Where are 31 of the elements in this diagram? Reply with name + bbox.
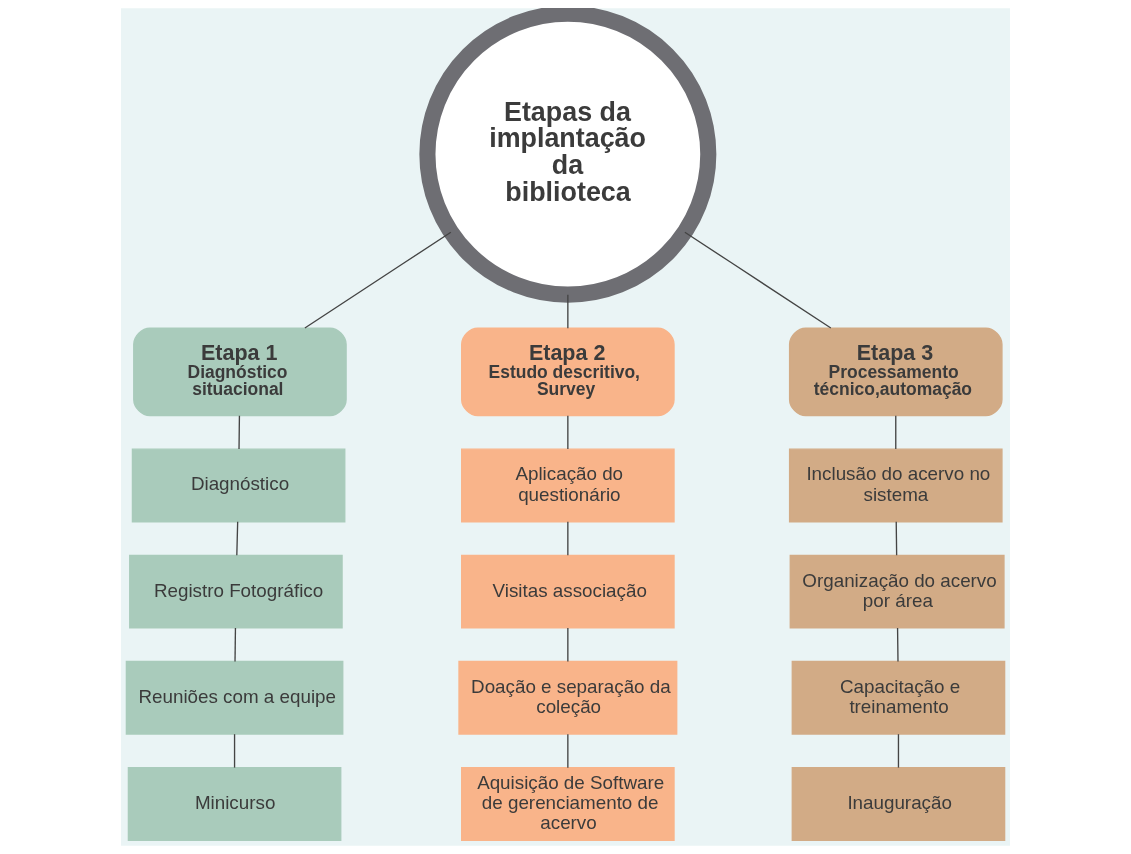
node-circle: Etapas da implantação da biblioteca [419, 8, 717, 303]
node-box: Organização do acervo por área [789, 554, 1005, 629]
connector [238, 415, 241, 450]
node-box: Capacitação e treinamento [791, 660, 1006, 735]
node-box: Minicurso [127, 767, 342, 841]
node-box: Reuniões com a equipe [125, 660, 344, 735]
connector [567, 627, 569, 663]
connector [567, 733, 569, 769]
node-box: Aquisição de Software de gerenciamento de acervo [461, 767, 675, 841]
connector [233, 733, 236, 769]
node-box: Registro Fotográfico [129, 554, 343, 629]
node-box: Diagnóstico [131, 448, 346, 523]
connector [304, 231, 452, 329]
connector [895, 415, 897, 450]
node-box: Etapa 2 Estudo descritivo, Survey [461, 327, 675, 417]
node-box: Etapa 3 Processamento técnico,automação [788, 327, 1003, 417]
node-box: Aplicação do questionário [461, 448, 675, 523]
node-box: Doação e separação da coleção [458, 660, 678, 735]
connector [684, 231, 832, 329]
connector [896, 627, 899, 663]
connector [567, 521, 569, 556]
connector [567, 415, 569, 450]
connector [236, 521, 239, 556]
connector [567, 294, 569, 329]
node-box: Inauguração [791, 767, 1006, 841]
connector [897, 733, 900, 769]
connector [234, 627, 237, 663]
node-box: Inclusão do acervo no sistema [788, 448, 1003, 523]
node-box: Etapa 1 Diagnóstico situacional [133, 327, 347, 417]
connector [895, 521, 898, 556]
node-box: Visitas associação [461, 554, 675, 629]
